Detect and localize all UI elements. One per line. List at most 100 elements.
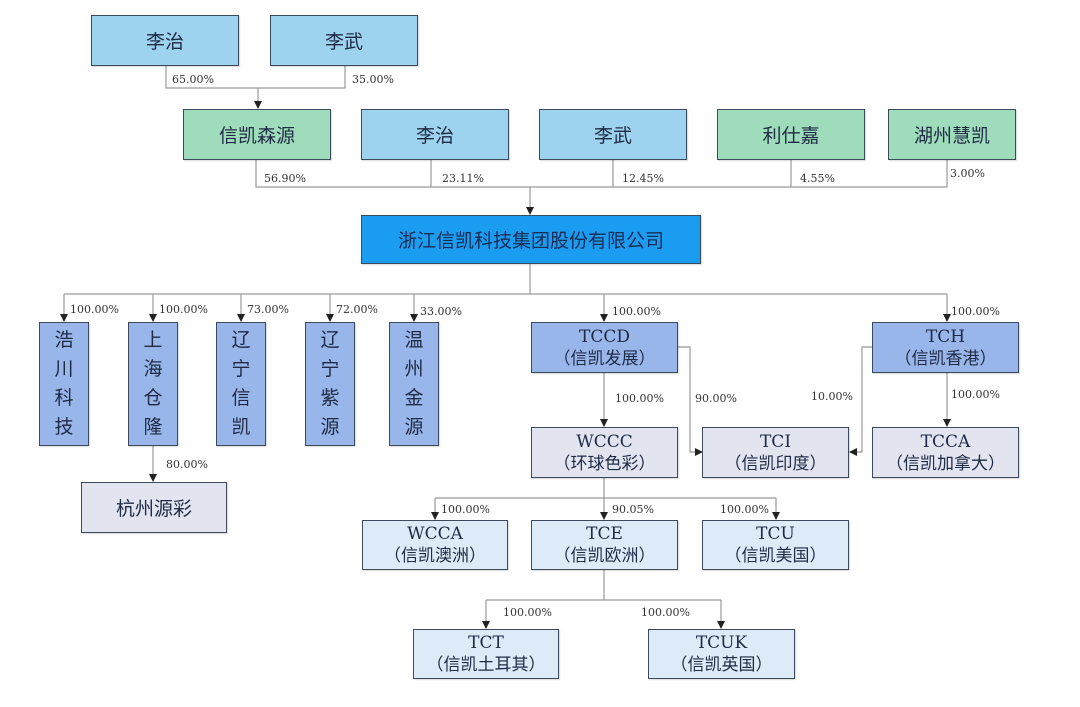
node-tcu: TCU （信凯美国） [702,520,849,570]
node-lizhi: 李治 [361,109,509,160]
char: 金 [404,387,424,409]
pct-to-tch: 100.00% [951,305,1000,318]
pct-tce-tcuk: 100.00% [641,606,690,619]
pct-lizhi-company: 23.11% [442,172,484,185]
char: 上 [143,329,163,351]
node-main-company: 浙江信凯科技集团股份有限公司 [361,215,701,264]
node-name: （信凯美国） [724,546,827,566]
pct-tce-tct: 100.00% [503,606,552,619]
node-name: （信凯澳洲） [384,546,486,566]
pct-wccc-wcca: 100.00% [441,503,490,516]
node-tcca: TCCA （信凯加拿大） [872,427,1019,478]
char: 信 [231,387,251,409]
char: 技 [54,416,74,438]
node-name: （信凯香港） [894,348,997,369]
node-label: 李治 [415,125,454,147]
pct-tccd-wccc: 100.00% [615,392,664,405]
pct-lishijia-company: 4.55% [800,172,835,185]
node-label: 浙江信凯科技集团股份有限公司 [397,230,664,252]
char: 川 [54,358,74,380]
node-xinkai-senyuan: 信凯森源 [183,109,331,160]
char: 隆 [143,416,163,438]
pct-tch-tcca: 100.00% [951,388,1000,401]
pct-shanghai-hangzhou: 80.00% [166,458,208,471]
node-tch: TCH （信凯香港） [872,322,1019,373]
node-label: 李武 [593,125,632,147]
pct-tccd-tci: 90.00% [695,392,737,405]
char: 紫 [320,387,340,409]
pct-to-liaoning-xinkai: 73.00% [247,303,289,316]
node-lizhi-top: 李治 [91,15,239,66]
node-huzhou-huikai: 湖州慧凯 [888,109,1016,160]
char: 宁 [231,358,251,380]
node-name: （信凯英国） [670,655,773,675]
node-liaoning-ziyuan: 辽 宁 紫 源 [305,322,355,446]
node-code: TCCD [579,326,630,347]
node-tct: TCT （信凯土耳其） [413,629,559,679]
pct-to-haochuan: 100.00% [70,303,119,316]
node-label: 利仕嘉 [762,125,820,147]
pct-to-shanghai: 100.00% [159,303,208,316]
pct-tch-tci: 10.00% [811,390,853,403]
node-name: （信凯发展） [553,348,656,369]
node-tccd: TCCD （信凯发展） [531,322,678,373]
node-code: TCT [468,633,504,653]
connector-shareholders [255,159,948,188]
node-name: （环球色彩） [553,453,656,474]
pct-wccc-tcu: 100.00% [720,503,769,516]
pct-to-liaoning-ziyuan: 72.00% [336,303,378,316]
pct-wccc-tce: 90.05% [612,503,654,516]
node-wenzhou-jinyuan: 温 州 金 源 [389,322,439,446]
node-lishijia: 利仕嘉 [717,109,865,160]
node-name: （信凯加拿大） [886,453,1005,474]
node-tcuk: TCUK （信凯英国） [648,629,795,679]
char: 辽 [320,329,340,351]
node-tce: TCE （信凯欧洲） [531,520,678,570]
node-name: （信凯欧洲） [553,546,656,566]
node-code: WCCC [576,431,633,452]
pct-senyuan-company: 56.90% [264,172,306,185]
node-hangzhou-yuancai: 杭州源彩 [81,482,227,533]
char: 海 [143,358,163,380]
node-label: 信凯森源 [218,125,295,147]
char: 宁 [320,358,340,380]
char: 浩 [54,329,74,351]
node-label: 湖州慧凯 [913,125,990,147]
node-label: 李武 [324,31,363,53]
pct-lizhi-senyuan: 65.00% [172,73,214,86]
node-code: WCCA [407,524,463,544]
node-shanghai-canglong: 上 海 仓 隆 [128,322,178,446]
node-name: （信凯土耳其） [426,655,546,675]
node-wcca: WCCA （信凯澳洲） [362,520,508,570]
node-label: 杭州源彩 [115,498,192,520]
pct-liwu-company: 12.45% [622,172,664,185]
node-code: TCCA [920,431,971,452]
node-haochuan-keji: 浩 川 科 技 [39,322,89,446]
node-liwu-top: 李武 [270,15,418,66]
node-code: TCU [756,524,795,544]
node-liwu: 李武 [539,109,687,160]
char: 源 [404,416,424,438]
node-label: 李治 [145,31,184,53]
pct-huzhou-company: 3.00% [950,167,985,180]
char: 源 [320,416,340,438]
node-wccc: WCCC （环球色彩） [531,427,678,478]
char: 科 [54,387,74,409]
pct-to-wenzhou: 33.00% [420,305,462,318]
node-tci: TCI （信凯印度） [702,427,849,478]
node-liaoning-xinkai: 辽 宁 信 凯 [216,322,266,446]
char: 仓 [143,387,163,409]
char: 凯 [231,416,251,438]
node-code: TCUK [695,633,748,653]
node-code: TCI [759,431,792,452]
char: 州 [404,358,424,380]
pct-liwu-senyuan: 35.00% [352,73,394,86]
node-code: TCH [925,326,966,347]
char: 辽 [231,329,251,351]
pct-to-tccd: 100.00% [612,305,661,318]
node-name: （信凯印度） [724,453,827,474]
node-code: TCE [586,524,623,544]
char: 温 [404,329,424,351]
connector-lizhi-senyuan [165,65,346,89]
